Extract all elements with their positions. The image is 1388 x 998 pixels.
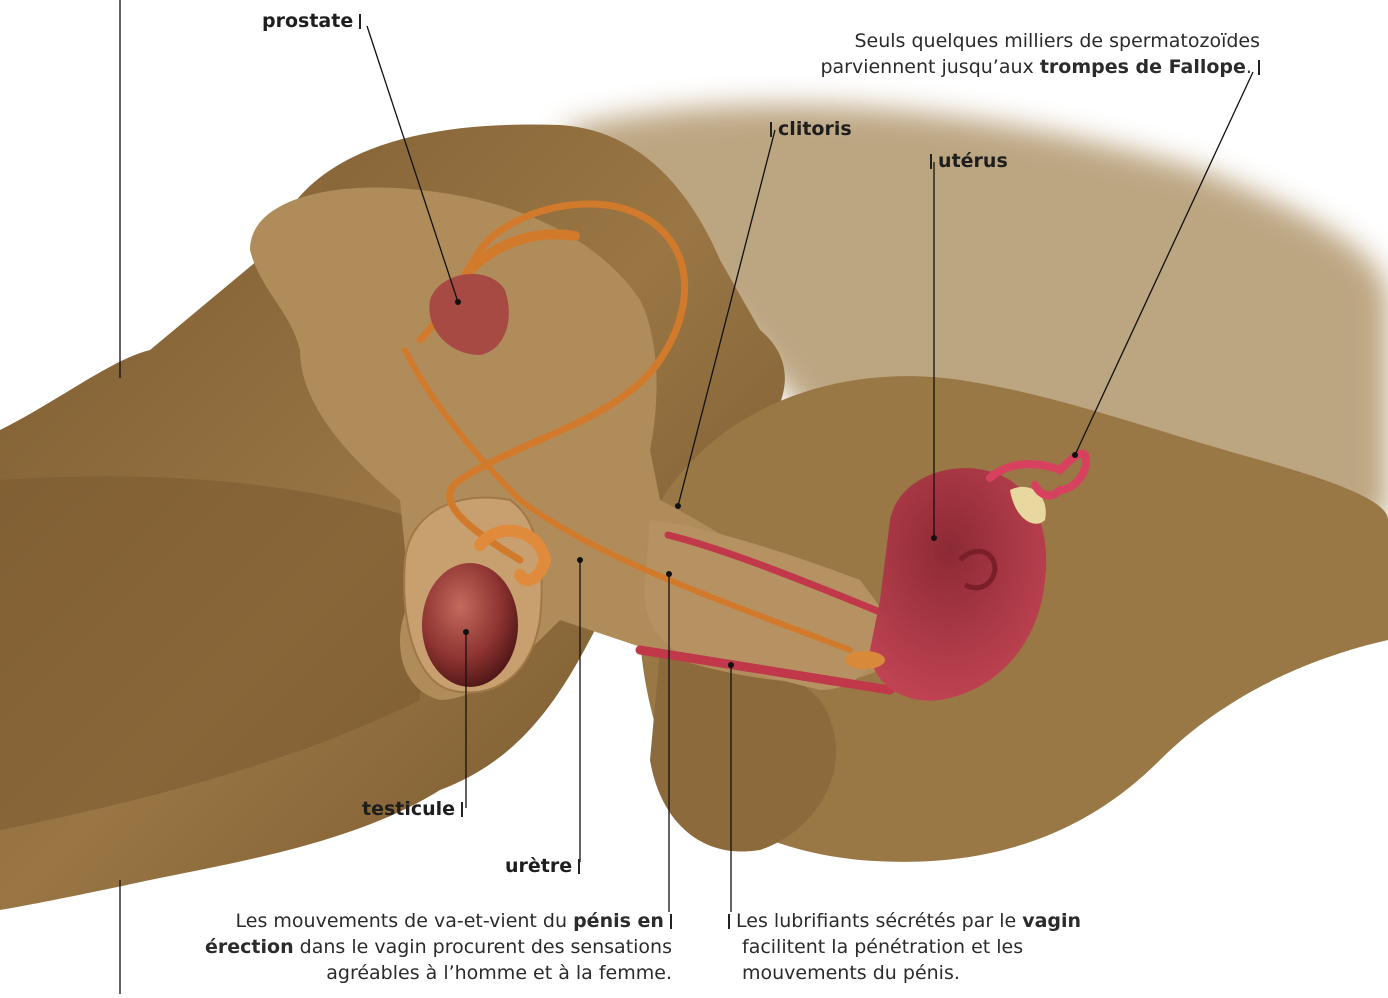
label-tick [578, 859, 580, 874]
note-fallope-line2: parviennent jusqu’aux trompes de Fallope… [760, 54, 1260, 80]
prostate-dot [455, 299, 461, 305]
note-penis: Les mouvements de va-et-vient du pénis e… [150, 908, 672, 986]
clitoris-dot [675, 503, 681, 509]
label-tick [770, 122, 772, 137]
label-uterus: utérus [930, 148, 1008, 174]
note-fallope: Seuls quelques milliers de spermatozoïde… [760, 28, 1260, 80]
testicle [422, 563, 518, 687]
fallope-dot [1072, 452, 1078, 458]
label-tick [728, 914, 730, 929]
penis-dot [666, 571, 672, 577]
label-tick [359, 14, 361, 29]
label-clitoris-text: clitoris [778, 118, 852, 140]
note-penis-line2: érection dans le vagin procurent des sen… [150, 934, 672, 960]
note-vagin: Les lubrifiants sécrétés par le vagin fa… [728, 908, 1148, 986]
uterus-dot [931, 535, 937, 541]
label-tick [1258, 60, 1260, 75]
testicule-dot [463, 629, 469, 635]
note-penis-line3: agréables à l’homme et à la femme. [150, 960, 672, 986]
uretre-dot [577, 557, 583, 563]
label-clitoris: clitoris [770, 116, 852, 142]
label-prostate-text: prostate [262, 10, 353, 32]
label-prostate: prostate [262, 8, 361, 34]
label-uretre: urètre [505, 853, 580, 879]
note-fallope-line1: Seuls quelques milliers de spermatozoïde… [760, 28, 1260, 54]
note-vagin-line2: facilitent la pénétration et les [728, 934, 1148, 960]
label-uterus-text: utérus [938, 150, 1008, 172]
label-tick [670, 914, 672, 929]
label-uretre-text: urètre [505, 855, 572, 877]
label-tick [461, 802, 463, 817]
note-vagin-line1: Les lubrifiants sécrétés par le vagin [728, 908, 1148, 934]
vagin-dot [728, 662, 734, 668]
label-tick [930, 154, 932, 169]
glans [845, 651, 885, 669]
label-testicule-text: testicule [362, 798, 455, 820]
note-penis-line1: Les mouvements de va-et-vient du pénis e… [150, 908, 672, 934]
note-vagin-line3: mouvements du pénis. [728, 960, 1148, 986]
label-testicule: testicule [362, 796, 463, 822]
